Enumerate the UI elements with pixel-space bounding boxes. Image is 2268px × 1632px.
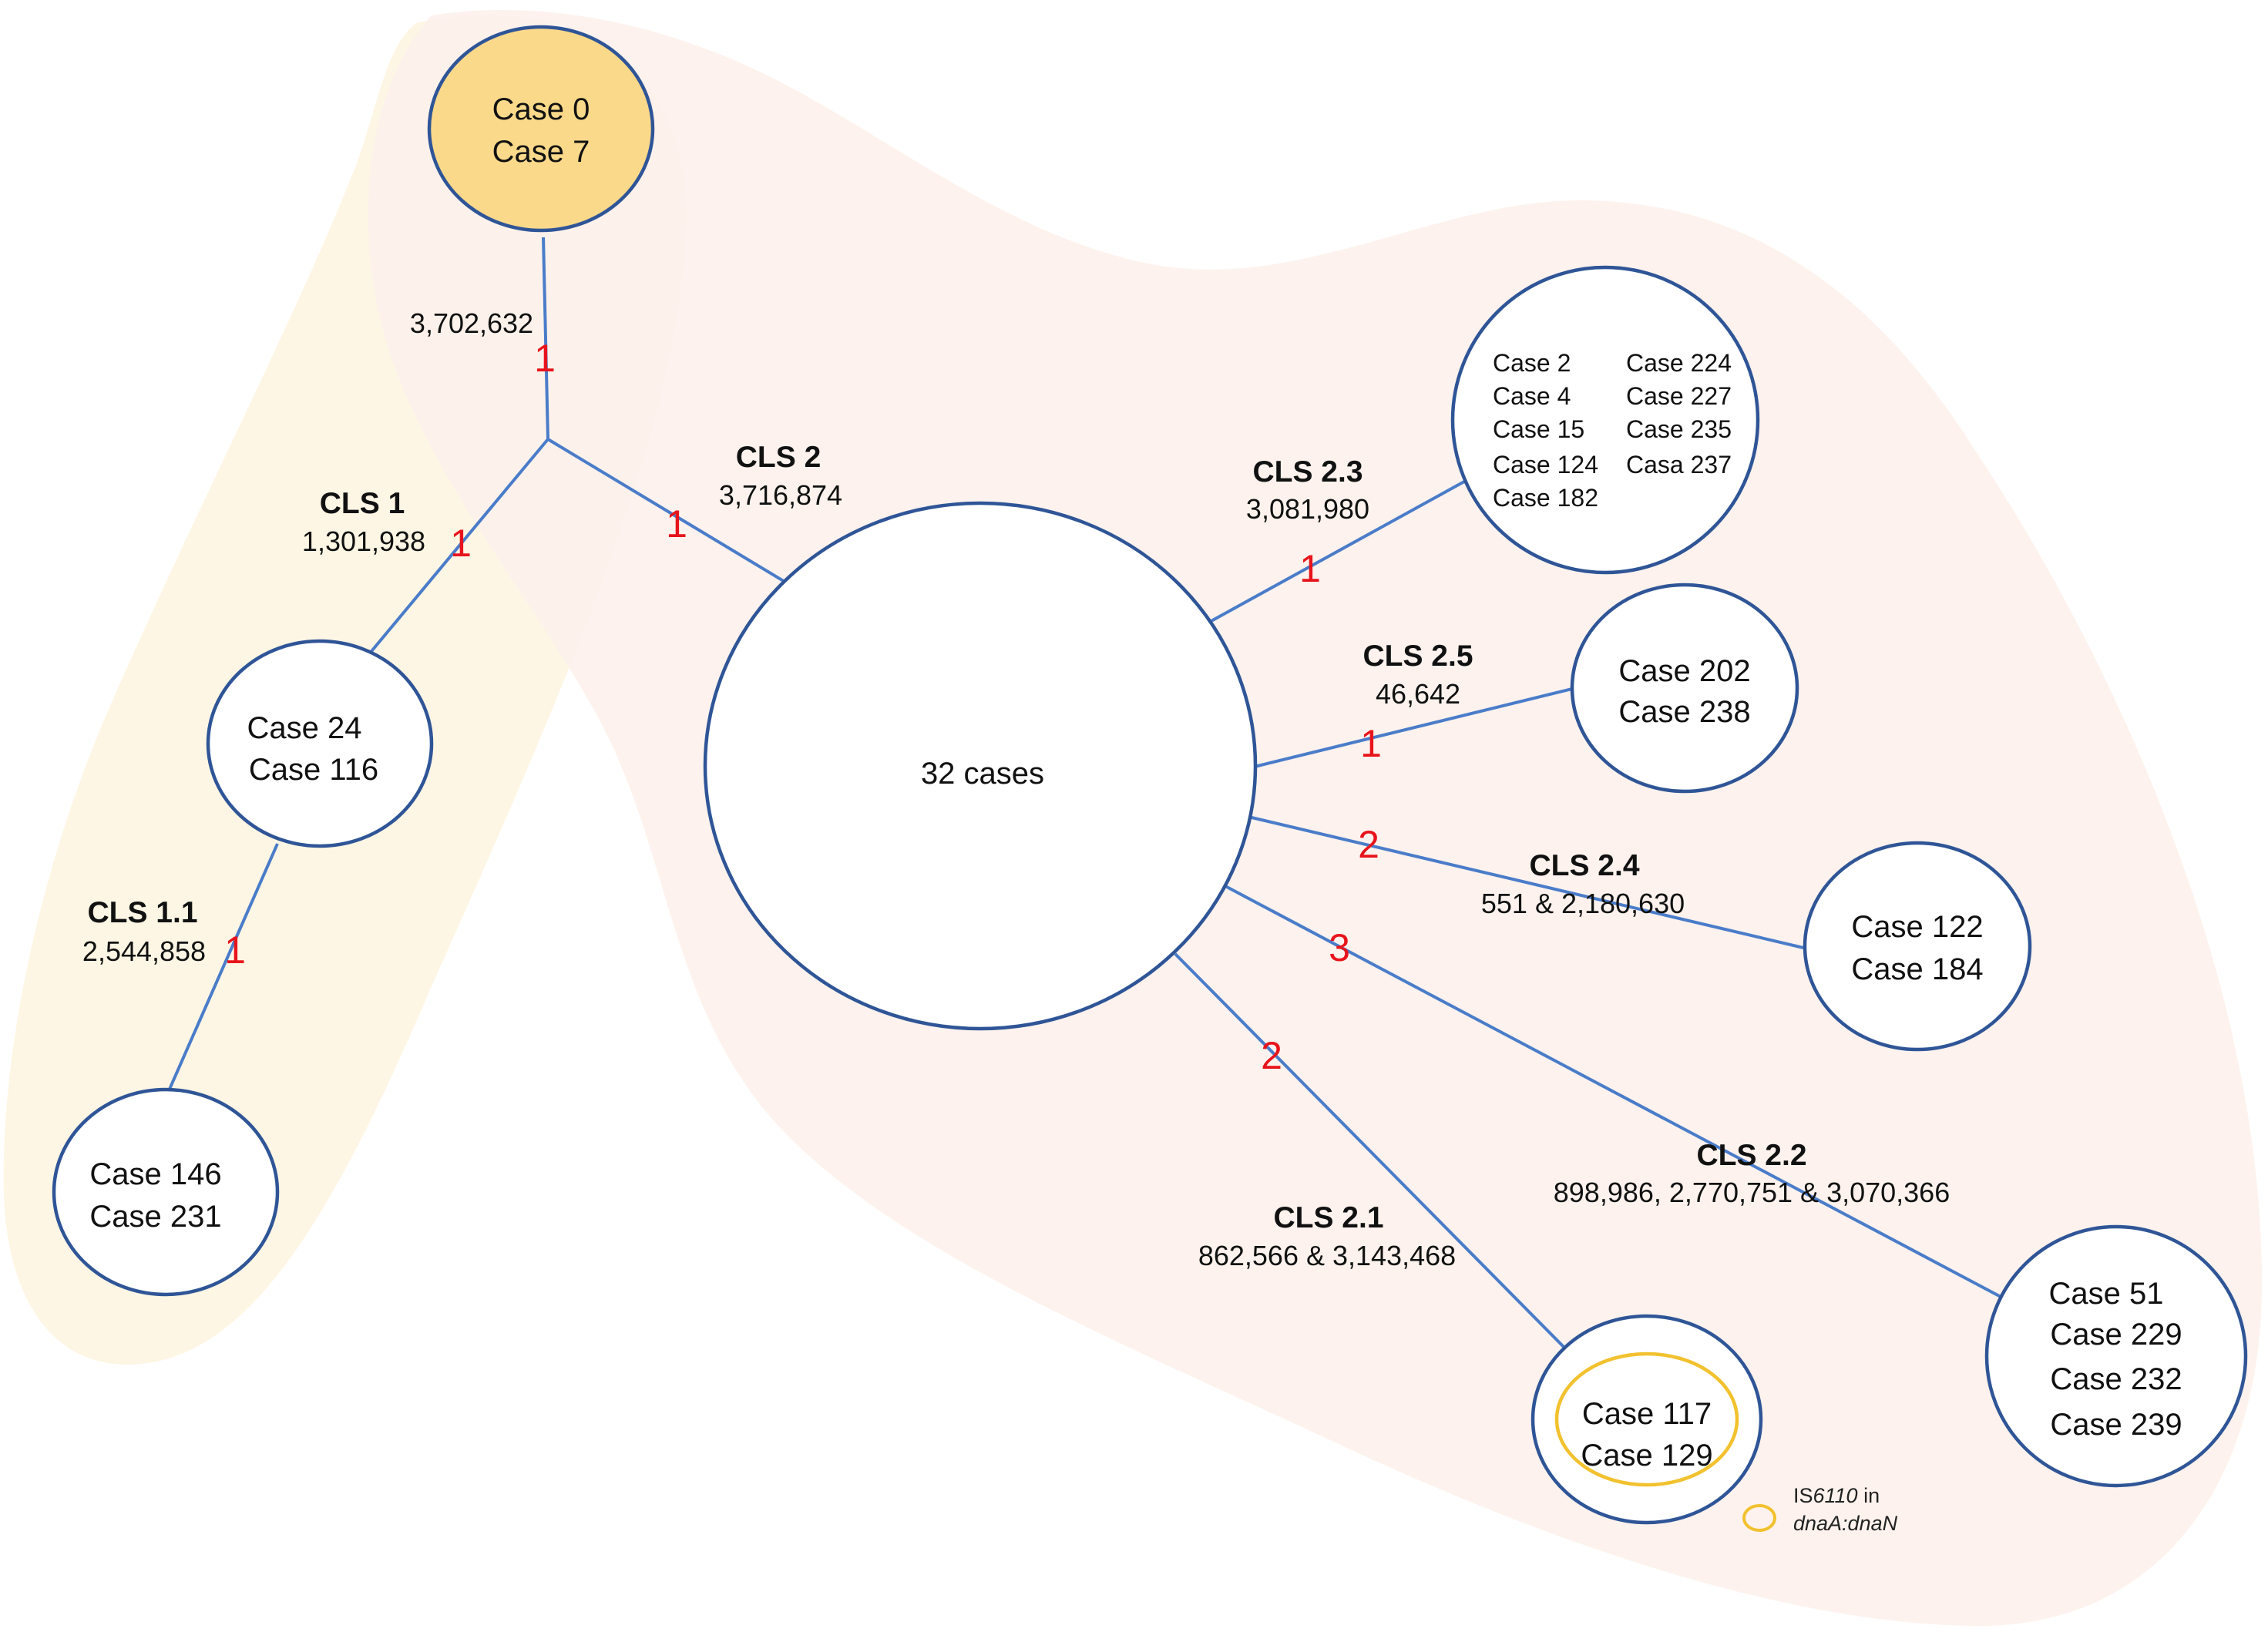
node-cls25: Case 202 Case 238: [1570, 583, 1799, 794]
edge-cls25-snps: 1: [1360, 722, 1382, 765]
node-cls21-line-1: Case 117: [1582, 1397, 1712, 1431]
edge-cls22: [1225, 885, 2004, 1300]
edge-cls11: [166, 843, 279, 1093]
edge-cls2-position: 3,716,874: [719, 479, 842, 511]
node-cls23-col1-1: Case 2: [1493, 349, 1571, 377]
edge-cls22-position: 898,986, 2,770,751 & 3,070,366: [1554, 1177, 1950, 1208]
edge-cls24-label: CLS 2.4: [1529, 849, 1639, 882]
edge-cls1-position: 1,301,938: [302, 526, 425, 557]
edge-cls11-label: CLS 1.1: [87, 896, 197, 929]
node-cls22-line-4: Case 239: [2050, 1408, 2182, 1442]
node-cls22-line-2: Case 229: [2050, 1318, 2182, 1352]
node-cls25-line-1: Case 202: [1618, 654, 1750, 688]
edge-cls21-position: 862,566 & 3,143,468: [1198, 1240, 1456, 1271]
node-root-line-1: Case 0: [492, 92, 590, 126]
edge-cls22-snps: 3: [1329, 926, 1350, 969]
node-cls22: Case 51 Case 229 Case 232 Case 239: [1984, 1224, 2248, 1488]
node-cls23-col1-4: Case 124: [1493, 451, 1598, 479]
node-cls21: Case 117 Case 129: [1530, 1314, 1763, 1525]
edge-cls24-position: 551 & 2,180,630: [1481, 888, 1685, 919]
node-cls23-col1-3: Case 15: [1493, 415, 1584, 443]
is6110-ring: [1554, 1352, 1739, 1487]
edge-cls2: [546, 438, 788, 584]
edge-cls11-snps: 1: [224, 928, 246, 972]
node-cls23-col1-2: Case 4: [1493, 382, 1571, 410]
node-cls21-line-2: Case 129: [1581, 1439, 1712, 1472]
node-cls23-col2-2: Case 227: [1626, 382, 1732, 410]
node-cls22-line-1: Case 51: [2049, 1277, 2164, 1311]
legend-in: in: [1858, 1484, 1880, 1507]
node-cls2: 32 cases: [703, 501, 1258, 1031]
edge-root-branch: [542, 237, 549, 440]
edge-root-position: 3,702,632: [410, 307, 533, 339]
node-cls25-line-2: Case 238: [1618, 695, 1750, 729]
legend-gene: dnaA:dnaN: [1793, 1512, 1898, 1535]
node-cls24-line-1: Case 122: [1851, 910, 1983, 944]
edge-cls22-label: CLS 2.2: [1696, 1139, 1806, 1172]
legend: IS6110 in dnaA:dnaN: [1742, 1484, 1898, 1535]
node-cls11-line-2: Case 231: [89, 1200, 221, 1234]
edge-cls1: [367, 438, 549, 656]
edge-cls23-label: CLS 2.3: [1252, 455, 1362, 489]
node-cls2-label: 32 cases: [921, 757, 1044, 791]
edge-cls25-position: 46,642: [1376, 678, 1460, 710]
edge-cls21-label: CLS 2.1: [1273, 1201, 1383, 1234]
node-cls1-line-1: Case 24: [247, 711, 362, 745]
legend-is-number: 6110: [1813, 1484, 1858, 1507]
node-cls24: Case 122 Case 184: [1803, 841, 2032, 1052]
node-cls11-line-1: Case 146: [89, 1157, 221, 1191]
edge-root-snps: 1: [534, 337, 556, 380]
node-cls23-col2-4: Casa 237: [1626, 451, 1732, 479]
cls2-region: [368, 9, 2263, 1626]
edge-cls2-snps: 1: [666, 502, 687, 546]
edge-cls1-snps: 1: [450, 522, 472, 565]
edge-cls2-label: CLS 2: [736, 441, 822, 474]
edge-cls23: [1208, 480, 1465, 624]
node-cls24-line-2: Case 184: [1851, 952, 1983, 986]
edge-cls25-label: CLS 2.5: [1362, 640, 1473, 673]
node-cls23-col2-1: Case 224: [1626, 349, 1732, 377]
node-cls1-line-2: Case 116: [249, 753, 378, 787]
edge-cls23-position: 3,081,980: [1246, 493, 1369, 525]
node-root: Case 0 Case 7: [427, 25, 655, 233]
node-cls23: Case 2 Case 4 Case 15 Case 124 Case 182 …: [1450, 265, 1760, 575]
legend-ring-icon: [1742, 1504, 1776, 1532]
edge-cls23-snps: 1: [1299, 547, 1321, 590]
node-root-line-2: Case 7: [492, 135, 590, 169]
node-cls11: Case 146 Case 231: [52, 1087, 280, 1297]
node-cls23-col2-3: Case 235: [1626, 415, 1732, 443]
edge-cls1-label: CLS 1: [320, 487, 405, 520]
edge-cls21: [1174, 952, 1568, 1352]
edge-cls11-position: 2,544,858: [82, 935, 206, 967]
node-cls23-col1-5: Case 182: [1493, 484, 1598, 512]
node-cls1: Case 24 Case 116: [206, 639, 434, 848]
edge-cls25: [1254, 687, 1573, 768]
edge-cls24-snps: 2: [1358, 823, 1379, 866]
legend-line-1: IS6110 in: [1793, 1484, 1880, 1507]
edge-cls21-snps: 2: [1261, 1034, 1282, 1077]
edge-cls24: [1248, 815, 1804, 949]
node-cls22-line-3: Case 232: [2050, 1362, 2182, 1396]
legend-is-prefix: IS: [1793, 1484, 1813, 1507]
